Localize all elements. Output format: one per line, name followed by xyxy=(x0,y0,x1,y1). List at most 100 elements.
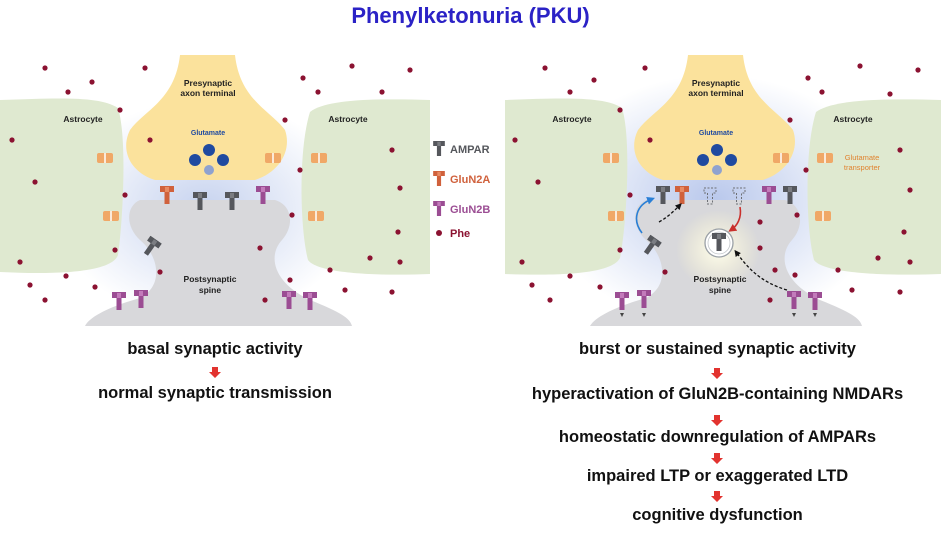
phe-dot xyxy=(803,167,809,173)
phe-dot xyxy=(547,297,553,303)
glutamate-transporter-icon xyxy=(603,153,619,163)
right-flow-step: impaired LTP or exaggerated LTD xyxy=(586,467,849,485)
glun2b-legend-icon xyxy=(433,201,445,216)
phe-dot xyxy=(897,147,903,153)
phe-dot xyxy=(597,284,603,290)
glutamate-vesicles xyxy=(697,144,737,175)
glutamate-transporter-label: Glutamate xyxy=(845,153,880,162)
phe-dot xyxy=(512,137,518,143)
phe-dot xyxy=(875,255,881,261)
flow-arrow-icon xyxy=(711,491,723,502)
glutamate-transporter-icon xyxy=(97,153,113,163)
phe-dot xyxy=(519,259,525,265)
flow-arrow-icon xyxy=(711,368,723,379)
glutamate-transporter-icon xyxy=(103,211,119,221)
phe-dot xyxy=(42,297,48,303)
astrocyte-right-shape xyxy=(301,99,430,275)
right-synapse-panel: Presynaptic axon terminal Glutamate Astr… xyxy=(505,55,941,326)
phe-legend-icon xyxy=(436,230,442,236)
phe-dot xyxy=(287,277,293,283)
phe-dot xyxy=(63,273,69,279)
astrocyte-left-shape xyxy=(505,98,628,275)
phe-dot xyxy=(65,89,71,95)
phe-dot xyxy=(89,79,95,85)
astrocyte-label: Astrocyte xyxy=(328,114,367,124)
phe-dot xyxy=(849,287,855,293)
flow-arrows xyxy=(209,367,723,502)
phe-dot xyxy=(627,192,633,198)
phe-dot xyxy=(407,67,413,73)
glutamate-transporter-icon xyxy=(815,211,831,221)
phe-dot xyxy=(907,259,913,265)
phe-dot xyxy=(389,147,395,153)
astrocyte-label: Astrocyte xyxy=(63,114,102,124)
phe-dot xyxy=(142,65,148,71)
left-flow-step: normal synaptic transmission xyxy=(98,384,332,402)
phe-dot xyxy=(642,65,648,71)
phe-dot xyxy=(289,212,295,218)
phe-dot xyxy=(397,185,403,191)
phe-dot xyxy=(819,89,825,95)
phe-dot xyxy=(887,91,893,97)
glutamate-transporter-label: transporter xyxy=(844,163,881,172)
lateral-diffusion-arrow xyxy=(658,203,682,223)
phe-dot xyxy=(327,267,333,273)
presynaptic-terminal-shape xyxy=(634,55,795,180)
phe-dot xyxy=(835,267,841,273)
phe-dot xyxy=(857,63,863,69)
postsynaptic-label: spine xyxy=(709,285,731,295)
phe-dot xyxy=(535,179,541,185)
flow-arrow-icon xyxy=(711,453,723,464)
phe-dot xyxy=(787,117,793,123)
glutamate-label: Glutamate xyxy=(191,130,225,137)
right-flow-step: homeostatic downregulation of AMPARs xyxy=(558,428,877,446)
phe-dot xyxy=(757,219,763,225)
phe-dot xyxy=(397,259,403,265)
phe-dot xyxy=(157,269,163,275)
flow-arrow-icon xyxy=(711,415,723,426)
phe-dot xyxy=(529,282,535,288)
postsynaptic-label: Postsynaptic xyxy=(184,274,237,284)
phe-dot xyxy=(389,289,395,295)
astrocyte-right-shape xyxy=(807,99,941,275)
phe-dot xyxy=(92,284,98,290)
phe-dot xyxy=(300,75,306,81)
phe-dot xyxy=(915,67,921,73)
ampar-legend-icon xyxy=(433,141,445,156)
endocytosis-arrow xyxy=(728,206,742,232)
phe-dot xyxy=(757,245,763,251)
phe-dot xyxy=(395,229,401,235)
left-flow-step: basal synaptic activity xyxy=(127,340,303,358)
phe-dot xyxy=(342,287,348,293)
phe-dot xyxy=(42,65,48,71)
phe-dot xyxy=(617,247,623,253)
phe-dot xyxy=(805,75,811,81)
phe-dot xyxy=(901,229,907,235)
legend-label-glun2b: GluN2B xyxy=(450,204,490,216)
presynaptic-label: axon terminal xyxy=(688,88,743,98)
insertion-arrow xyxy=(635,196,655,234)
glutamate-transporter-icon xyxy=(265,153,281,163)
postsynaptic-label: Postsynaptic xyxy=(694,274,747,284)
recycling-arrow xyxy=(734,249,788,291)
phe-dot xyxy=(897,289,903,295)
phe-dot xyxy=(297,167,303,173)
phe-dot xyxy=(349,63,355,69)
phe-dot xyxy=(567,273,573,279)
phe-dot xyxy=(117,107,123,113)
glutamate-transporter-icon xyxy=(311,153,327,163)
removed-receptor-outline xyxy=(703,187,746,205)
phe-dot xyxy=(112,247,118,253)
phe-dot xyxy=(32,179,38,185)
phe-dot xyxy=(262,297,268,303)
phe-dot xyxy=(567,89,573,95)
phe-dot xyxy=(617,107,623,113)
astrocyte-left-shape xyxy=(0,98,124,274)
glutamate-transporter-icon xyxy=(817,153,833,163)
phe-dot xyxy=(9,137,15,143)
astrocyte-label: Astrocyte xyxy=(552,114,591,124)
phe-dot xyxy=(907,187,913,193)
phe-dot xyxy=(792,272,798,278)
